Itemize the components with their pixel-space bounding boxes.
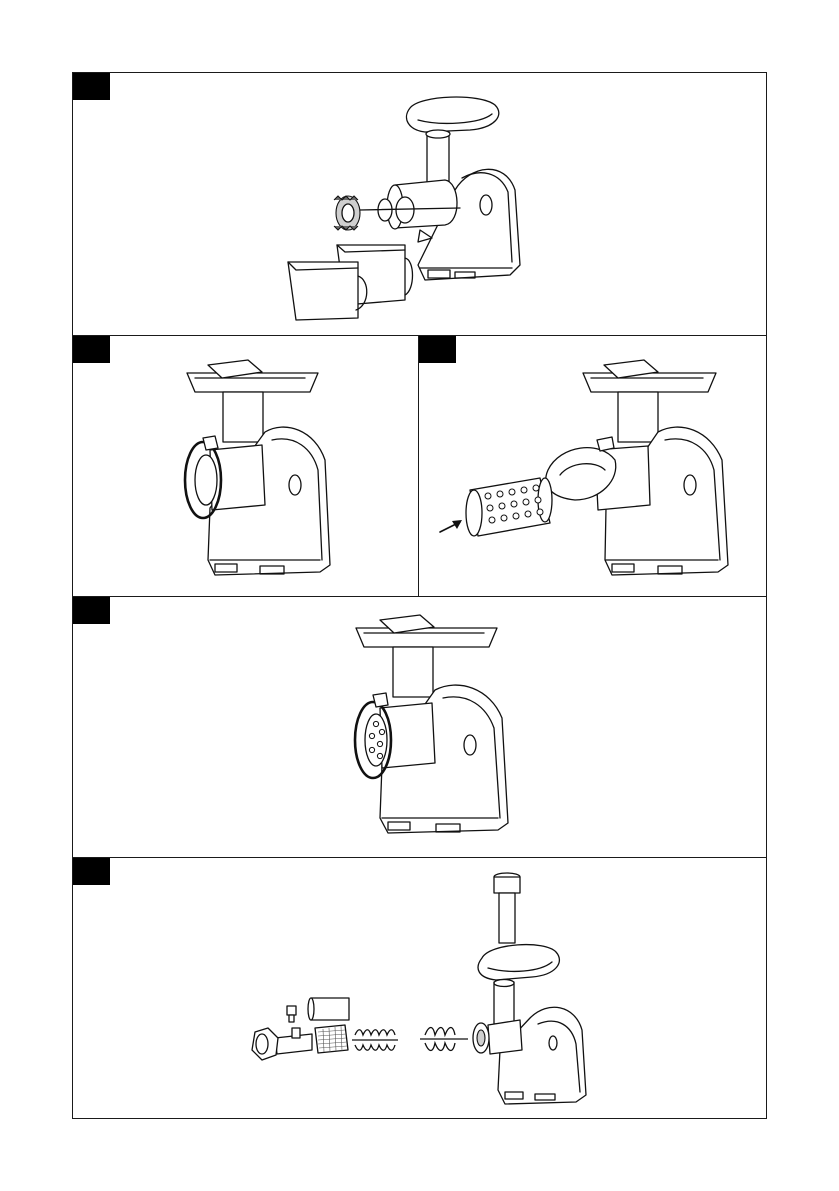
mincer-exploded-illustration	[0, 0, 839, 1191]
